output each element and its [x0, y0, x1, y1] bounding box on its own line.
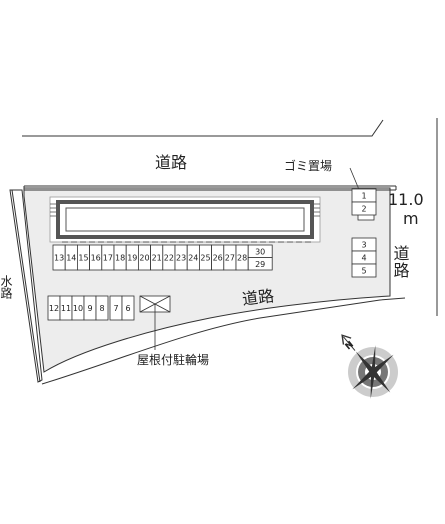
waterway-label: 水路: [0, 275, 13, 300]
slot-number: 14: [66, 254, 76, 263]
slot-number: 22: [164, 254, 174, 263]
slot-number: 2: [361, 205, 366, 214]
slot-number: 16: [91, 254, 101, 263]
parking-slot-25: 25: [198, 244, 212, 271]
parking-slot-4: 4: [351, 250, 377, 265]
apartment-building: [49, 196, 321, 243]
slot-number: 7: [113, 304, 118, 313]
parking-slot-13: 13: [52, 244, 66, 271]
parking-slot-5: 5: [351, 263, 377, 278]
parking-slot-28: 28: [235, 244, 249, 271]
slot-number: 20: [139, 254, 149, 263]
slot-number: 30: [255, 247, 265, 256]
road-bottom-label: 道路: [241, 286, 275, 309]
slot-number: 13: [54, 254, 64, 263]
slot-number: 18: [115, 254, 125, 263]
slot-number: 8: [99, 304, 104, 313]
parking-slot-26: 26: [211, 244, 225, 271]
parking-slot-1: 1: [351, 188, 377, 203]
parking-slot-22: 22: [162, 244, 176, 271]
road-top-boundary: [22, 119, 384, 137]
road-right-label: 道路: [391, 245, 410, 279]
slot-number: 10: [73, 304, 83, 313]
north-arrow-icon: [341, 334, 356, 351]
north-letter: N: [344, 340, 356, 353]
slot-number: 19: [127, 254, 137, 263]
parking-slot-16: 16: [89, 244, 103, 271]
parking-slot-11: 11: [59, 295, 73, 321]
slot-number: 21: [152, 254, 162, 263]
parking-slot-12: 12: [47, 295, 61, 321]
parking-slot-14: 14: [64, 244, 78, 271]
slot-number: 25: [200, 254, 210, 263]
road-bottom-boundary: [41, 297, 406, 385]
slot-number: 6: [125, 304, 130, 313]
parking-slot-19: 19: [125, 244, 139, 271]
slot-number: 4: [361, 254, 366, 263]
slot-number: 5: [361, 267, 366, 276]
slot-number: 28: [237, 254, 247, 263]
bicycle-parking-label: 屋根付駐輪場: [137, 352, 209, 367]
parking-slot-7: 7: [109, 295, 123, 321]
parking-slot-18: 18: [113, 244, 127, 271]
slot-number: 15: [78, 254, 88, 263]
parking-slot-3: 3: [351, 237, 377, 252]
slot-number: 12: [49, 304, 59, 313]
slot-number: 17: [103, 254, 113, 263]
parking-slot-8: 8: [95, 295, 109, 321]
parking-slot-10: 10: [71, 295, 85, 321]
parking-slot-2: 2: [351, 201, 377, 216]
road-width-unit: m: [403, 209, 419, 228]
slot-number: 26: [213, 254, 223, 263]
parking-slot-9: 9: [83, 295, 97, 321]
parking-slot-30: 30: [247, 244, 273, 258]
slot-number: 9: [87, 304, 92, 313]
slot-number: 1: [361, 192, 366, 201]
waterway-inner-line: [11, 189, 41, 383]
parking-slot-23: 23: [174, 244, 188, 271]
road-top-label: 道路: [155, 153, 187, 172]
parking-slot-21: 21: [150, 244, 164, 271]
parking-slot-20: 20: [137, 244, 151, 271]
slot-number: 23: [176, 254, 186, 263]
parking-slot-15: 15: [77, 244, 91, 271]
parking-slot-17: 17: [101, 244, 115, 271]
slot-number: 29: [255, 260, 265, 269]
parking-slot-27: 27: [223, 244, 237, 271]
parking-slots-right: 1 2 3 4 5: [351, 188, 377, 278]
parking-slot-29: 29: [247, 257, 273, 271]
slot-number: 11: [61, 304, 71, 313]
slot-number: 3: [361, 241, 366, 250]
slot-number: 27: [225, 254, 235, 263]
garbage-label: ゴミ置場: [284, 158, 332, 173]
slot-number: 24: [188, 254, 198, 263]
compass-rose: [341, 334, 398, 399]
road-width-label: 11.0: [388, 190, 424, 209]
parking-slot-24: 24: [186, 244, 200, 271]
parking-slot-6: 6: [121, 295, 135, 321]
